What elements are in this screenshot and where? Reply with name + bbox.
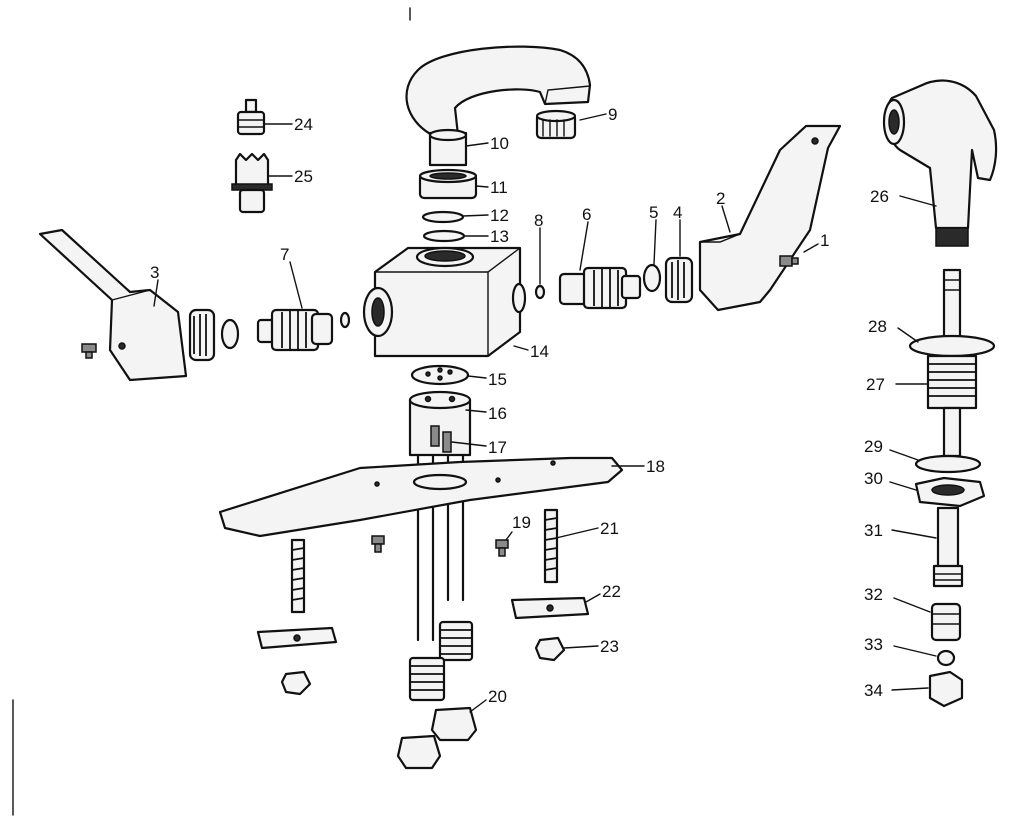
callout-32: 32: [864, 585, 883, 604]
callout-12: 12: [490, 206, 509, 225]
handle-screw-left-part: [81, 343, 97, 359]
supply-tube-fitting-part: [408, 620, 474, 702]
washer-29-part: [914, 454, 982, 474]
valve-body-part: [362, 246, 527, 358]
callout-28: 28: [868, 317, 887, 336]
aerator-part: [535, 109, 577, 140]
ferrule-33-part: [936, 649, 956, 667]
callout-19: 19: [512, 513, 531, 532]
mounting-plate-22-part: [256, 596, 590, 650]
callout-2: 2: [716, 189, 725, 208]
callout-7: 7: [280, 245, 289, 264]
callout-3: 3: [150, 263, 159, 282]
handle-screw-1-part: [779, 255, 799, 267]
callout-31: 31: [864, 521, 883, 540]
handle-3-part: [38, 228, 188, 382]
adapter-left-part: [188, 308, 216, 362]
callout-30: 30: [864, 469, 883, 488]
cartridge-6-part: [558, 266, 642, 310]
callout-16: 16: [488, 404, 507, 423]
callout-18: 18: [646, 457, 665, 476]
spout-nut-part: [418, 168, 478, 200]
callout-labels: 1 2 3 4 5 6 7 8 9 10 11 12 13 14 15 16 1…: [150, 105, 889, 706]
callout-22: 22: [602, 582, 621, 601]
o-ring-13-part: [422, 229, 466, 243]
callout-1: 1: [820, 231, 829, 250]
leader-lines: [153, 113, 937, 713]
flange-28-part: [908, 334, 996, 358]
callout-8: 8: [534, 211, 543, 230]
shank-assembly-part: [408, 390, 472, 642]
callout-33: 33: [864, 635, 883, 654]
spout-collar-part: [428, 128, 468, 167]
callout-5: 5: [649, 203, 658, 222]
threaded-shank-27-part: [926, 354, 978, 458]
gasket-part: [410, 364, 470, 386]
handle-2-part: [698, 124, 842, 312]
screw-17-part: [430, 425, 452, 453]
callout-29: 29: [864, 437, 883, 456]
callout-13: 13: [490, 227, 509, 246]
stem-25-part: [231, 152, 273, 214]
stud-21-part: [290, 508, 559, 614]
callout-27: 27: [866, 375, 885, 394]
coupling-32-part: [930, 602, 962, 642]
spray-head-26-part: [882, 79, 998, 247]
callout-21: 21: [600, 519, 619, 538]
callout-11: 11: [490, 178, 508, 197]
callout-15: 15: [488, 370, 507, 389]
hose-shank-31-part: [932, 506, 964, 588]
callout-4: 4: [673, 203, 682, 222]
deck-plate-part: [218, 456, 624, 538]
washer-5-part: [642, 263, 662, 293]
spout-part: [405, 45, 592, 137]
callout-10: 10: [490, 134, 509, 153]
callout-6: 6: [582, 205, 591, 224]
callout-23: 23: [600, 637, 619, 656]
washer-left-part: [220, 318, 240, 350]
callout-24: 24: [294, 115, 313, 134]
callout-26: 26: [870, 187, 889, 206]
callout-14: 14: [530, 342, 549, 361]
coupling-nut-20-part: [396, 706, 478, 770]
nut-23-part: [280, 636, 566, 696]
stem-24-part: [236, 98, 266, 136]
seal-left-part: [339, 311, 351, 329]
screw-19-part: [371, 535, 509, 557]
adapter-4-part: [664, 256, 694, 304]
callout-20: 20: [488, 687, 507, 706]
compression-nut-34-part: [928, 670, 964, 708]
locknut-30-part: [914, 476, 986, 508]
callout-25: 25: [294, 167, 313, 186]
callout-17: 17: [488, 438, 507, 457]
spray-hose-part: [942, 268, 962, 342]
seal-right-part: [534, 284, 546, 300]
callout-34: 34: [864, 681, 883, 700]
cartridge-7-part: [256, 308, 334, 352]
callout-9: 9: [608, 105, 617, 124]
o-ring-12-part: [421, 210, 465, 224]
